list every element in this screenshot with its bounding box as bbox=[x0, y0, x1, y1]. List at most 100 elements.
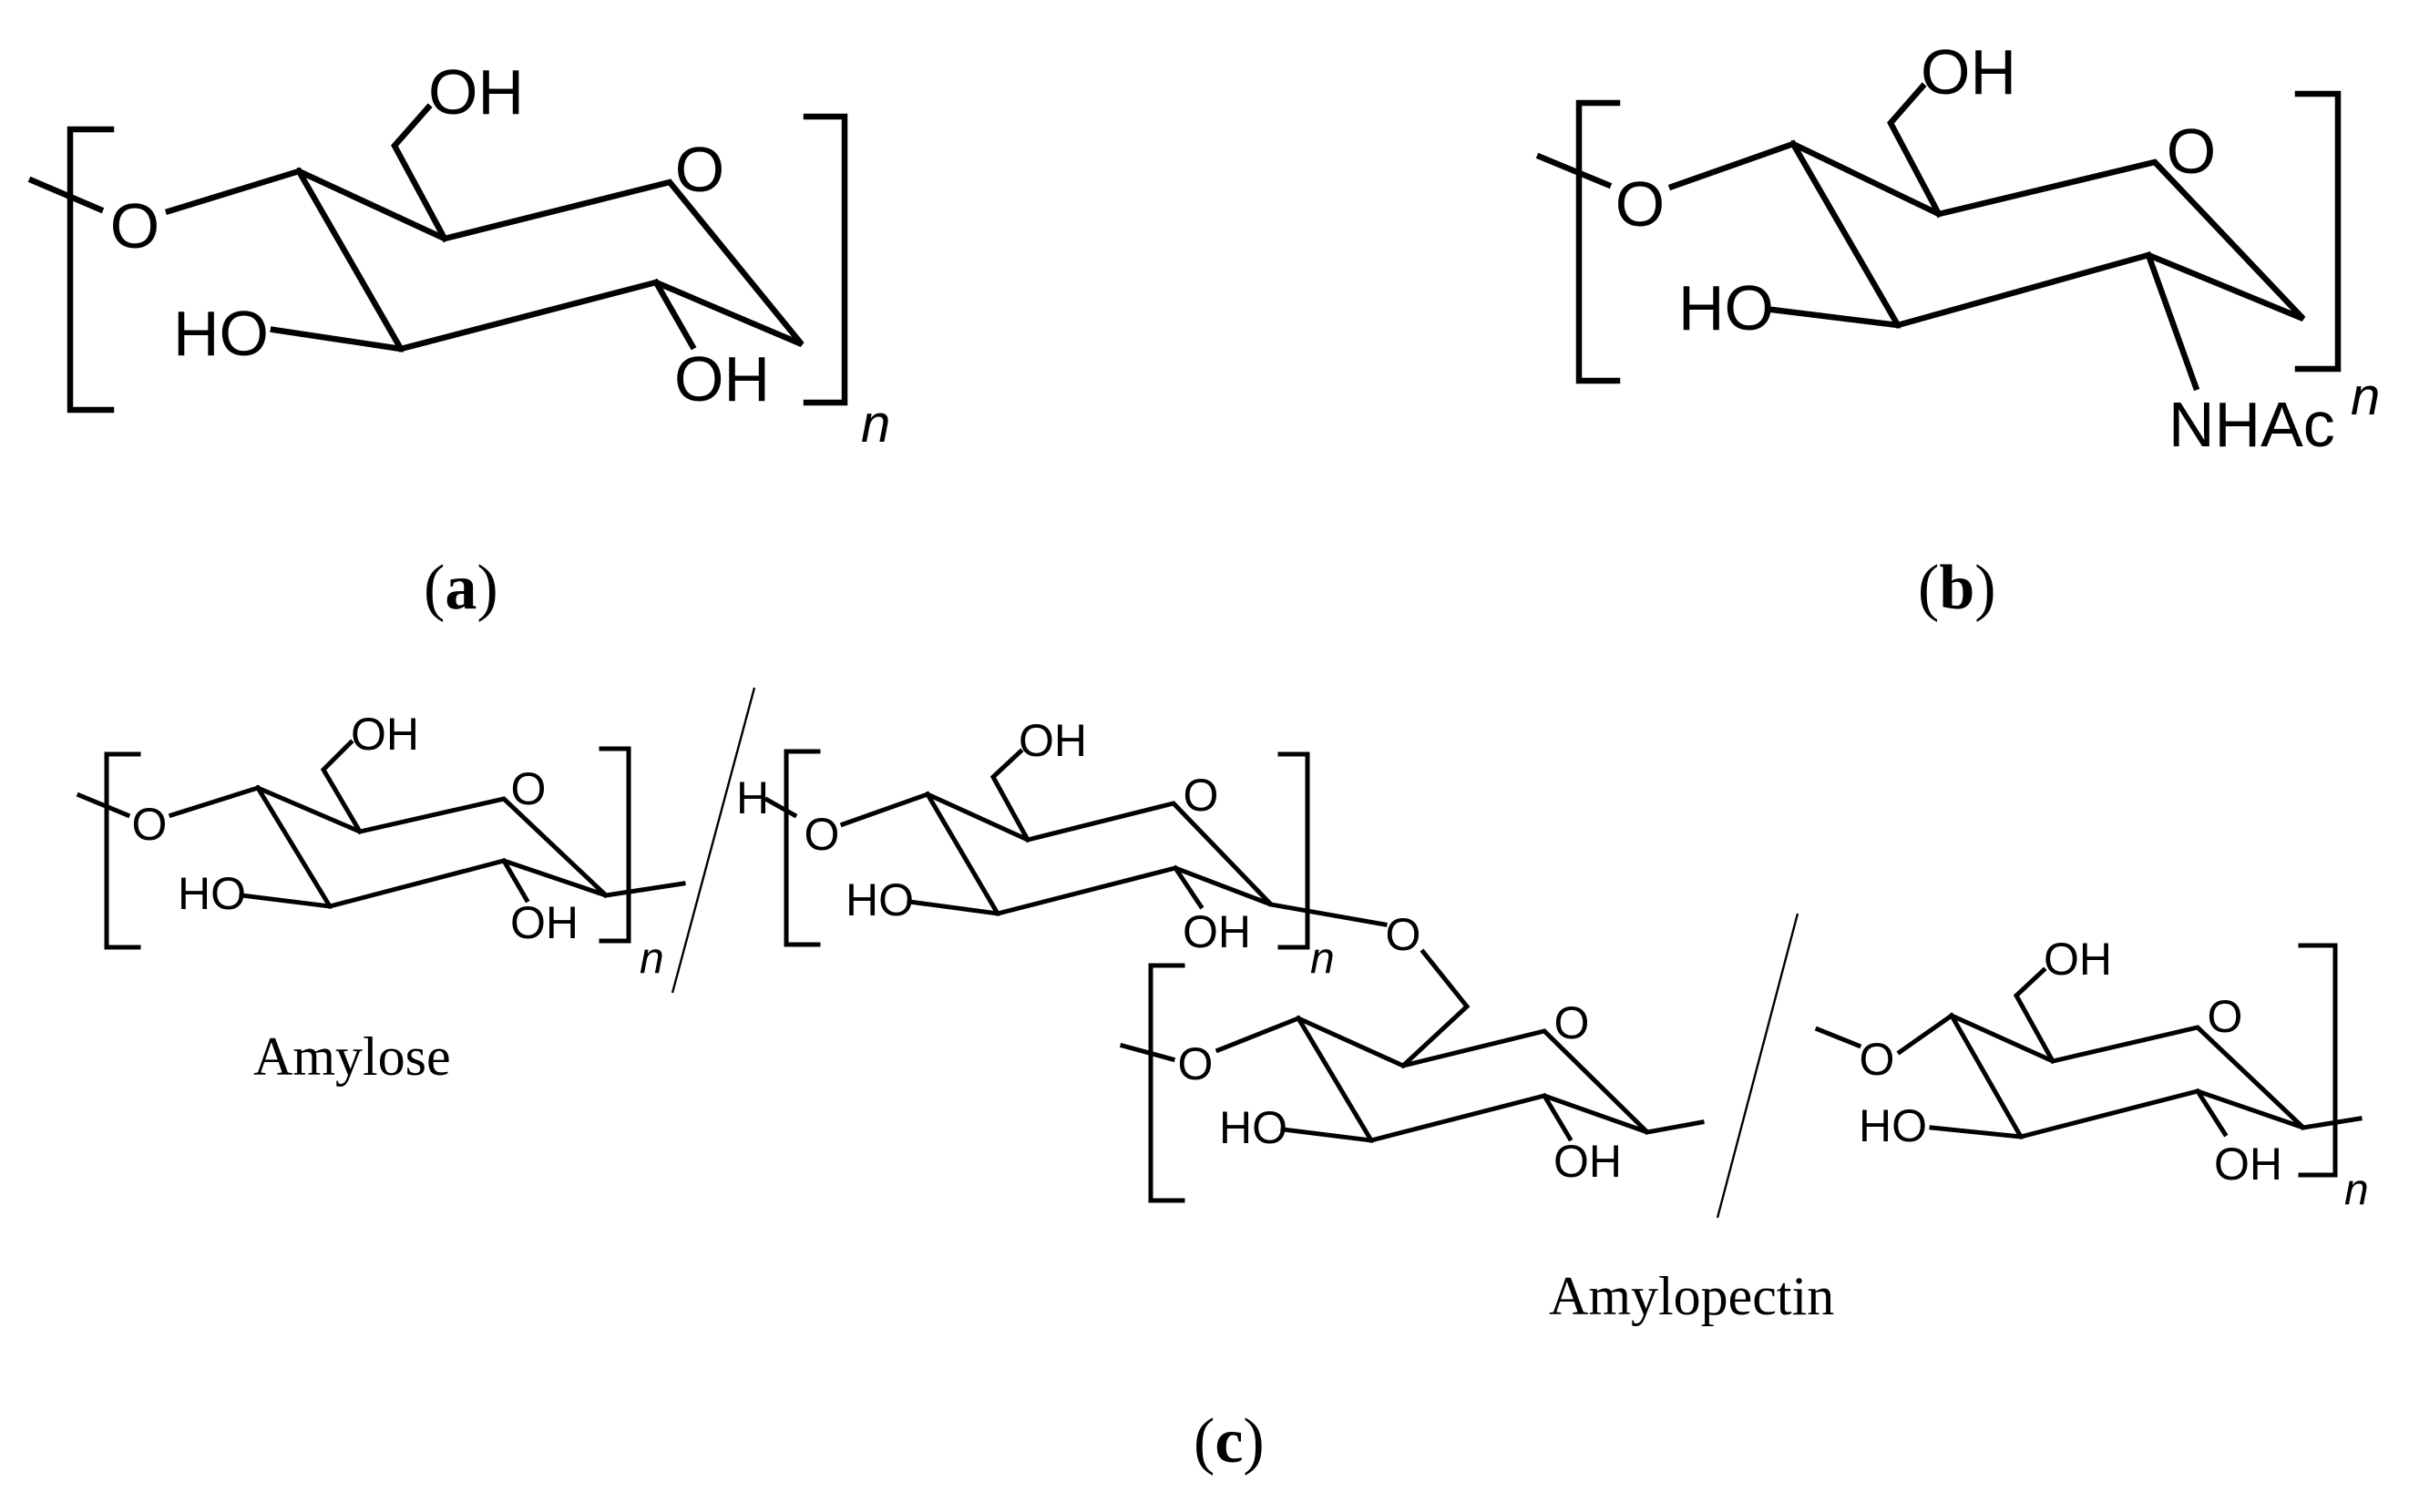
bond-c2-oh bbox=[651, 278, 697, 351]
amylopectin-lower-unit: O O HO OH bbox=[1119, 963, 1705, 1203]
repeat-subscript-n: n bbox=[2351, 367, 2380, 426]
bond-c3-ho bbox=[239, 893, 333, 909]
bond-o-c4 bbox=[1667, 139, 1798, 191]
bracket-left bbox=[784, 749, 821, 947]
bond-c3-ho bbox=[907, 899, 1000, 916]
bond-o-c4 bbox=[164, 167, 303, 216]
separator-slash-1 bbox=[671, 687, 756, 994]
ring-oxygen: O bbox=[511, 763, 547, 814]
c6-hydroxyl: OH bbox=[428, 56, 524, 128]
bond-c3-ho bbox=[1768, 306, 1902, 329]
c2-hydroxyl: OH bbox=[510, 897, 579, 948]
bond-tail bbox=[1535, 152, 1613, 189]
bond-o-ch2 bbox=[1399, 948, 1471, 1069]
amylose-unit: O O OH HO OH n bbox=[76, 709, 686, 983]
bracket-left bbox=[67, 126, 115, 414]
structure-b-chitin: O O OH HO NHAc n bbox=[1535, 36, 2380, 460]
glycosidic-oxygen: O bbox=[805, 809, 840, 860]
c6-hydroxyl: OH bbox=[2044, 934, 2112, 985]
bond-tail bbox=[76, 792, 131, 819]
glycosidic-oxygen: O bbox=[132, 799, 168, 850]
c3-hydroxyl: HO bbox=[1678, 272, 1774, 343]
c6-hydroxyl: OH bbox=[1921, 36, 2016, 107]
c3-hydroxyl: HO bbox=[1859, 1100, 1927, 1151]
ring-oxygen: O bbox=[675, 134, 724, 205]
pyranose-ring bbox=[254, 784, 608, 909]
c3-hydroxyl: HO bbox=[178, 868, 246, 919]
pyranose-ring bbox=[924, 791, 1273, 916]
c6-hydroxyl: OH bbox=[1019, 715, 1087, 766]
ring-oxygen: O bbox=[2167, 116, 2216, 187]
bond-ch2oh bbox=[2013, 966, 2056, 1065]
bond-ch2oh bbox=[391, 103, 449, 243]
ring-oxygen: O bbox=[1554, 997, 1590, 1048]
bond-tail bbox=[27, 176, 105, 214]
bond-c2-oh bbox=[500, 857, 530, 904]
bond-c1-out bbox=[603, 881, 686, 898]
amylopectin-right-unit: O O OH HO OH n bbox=[1814, 934, 2369, 1214]
bond-c3-ho bbox=[1280, 1127, 1374, 1143]
c2-hydroxyl: OH bbox=[1183, 906, 1251, 957]
bond-o-c4 bbox=[1215, 1015, 1302, 1054]
bracket-left bbox=[104, 751, 141, 950]
bond-c2-oh bbox=[1541, 1092, 1574, 1142]
panel-label-b: (b) bbox=[1918, 553, 1996, 623]
bond-o-c4 bbox=[168, 784, 261, 819]
bracket-right bbox=[2298, 943, 2338, 1178]
bond-tail bbox=[1814, 1026, 1862, 1049]
structure-a-cellulose: O O OH HO OH n bbox=[27, 56, 890, 454]
branch-oxygen: O bbox=[1386, 909, 1421, 960]
panel-label-a: (a) bbox=[424, 553, 498, 623]
glycosidic-oxygen: O bbox=[1178, 1038, 1214, 1089]
pyranose-ring bbox=[1948, 1012, 2305, 1139]
bond-c2-oh bbox=[2194, 1088, 2229, 1138]
c2-hydroxyl: OH bbox=[1553, 1136, 1622, 1187]
bond-ch2oh bbox=[320, 739, 364, 835]
glycosidic-oxygen: O bbox=[110, 190, 159, 261]
c6-hydroxyl: OH bbox=[351, 709, 419, 760]
bond-o-c4 bbox=[839, 791, 931, 828]
bracket-right bbox=[1277, 751, 1310, 950]
repeat-subscript-n: n bbox=[640, 935, 664, 983]
structure-c-starch: O O OH HO OH n H O O OH HO OH O bbox=[76, 687, 2369, 1326]
c3-hydroxyl: HO bbox=[846, 874, 914, 925]
bracket-left bbox=[1148, 963, 1185, 1203]
bond-c1-out bbox=[1645, 1119, 1705, 1135]
bond-h-o bbox=[764, 796, 798, 819]
bond-c1-o bbox=[1268, 902, 1388, 927]
bond-c3-ho bbox=[270, 326, 405, 352]
repeat-subscript-n: n bbox=[1310, 935, 1335, 983]
bond-c2-oh bbox=[1172, 864, 1204, 910]
amylopectin-upper-unit: H O O OH HO OH O n bbox=[736, 715, 1471, 1069]
bond-ch2oh bbox=[1887, 82, 1943, 219]
glycosidic-oxygen: O bbox=[1860, 1034, 1895, 1085]
bond-tail bbox=[1119, 1042, 1176, 1063]
separator-slash-2 bbox=[1716, 913, 1799, 1219]
bond-c1-out bbox=[2301, 1116, 2363, 1130]
bracket-right bbox=[803, 113, 848, 406]
bond-c3-ho bbox=[1929, 1125, 2024, 1139]
bracket-right bbox=[2294, 90, 2342, 373]
c3-hydroxyl: HO bbox=[1219, 1102, 1287, 1153]
amylose-caption: Amylose bbox=[253, 1027, 451, 1087]
bond-c2-nhac bbox=[2144, 250, 2200, 392]
amylopectin-caption: Amylopectin bbox=[1549, 1266, 1834, 1326]
bond-o-c4 bbox=[1896, 1012, 1955, 1056]
c2-hydroxyl: OH bbox=[674, 343, 770, 414]
repeat-subscript-n: n bbox=[861, 394, 890, 454]
repeat-subscript-n: n bbox=[2344, 1166, 2369, 1214]
bracket-right bbox=[599, 746, 631, 944]
c3-hydroxyl: HO bbox=[173, 298, 269, 369]
c2-hydroxyl: OH bbox=[2214, 1139, 2282, 1190]
ring-oxygen: O bbox=[1184, 770, 1219, 821]
acetamido-group: NHAc bbox=[2168, 389, 2335, 460]
bond-ch2oh bbox=[989, 748, 1031, 843]
bracket-left bbox=[1575, 99, 1621, 384]
glycosidic-oxygen: O bbox=[1615, 169, 1665, 240]
pyranose-ring bbox=[294, 167, 805, 352]
ring-oxygen: O bbox=[2208, 991, 2243, 1042]
pyranose-ring bbox=[1295, 1015, 1649, 1143]
panel-label-c: (c) bbox=[1194, 1406, 1265, 1476]
terminal-hydrogen: H bbox=[736, 772, 769, 823]
